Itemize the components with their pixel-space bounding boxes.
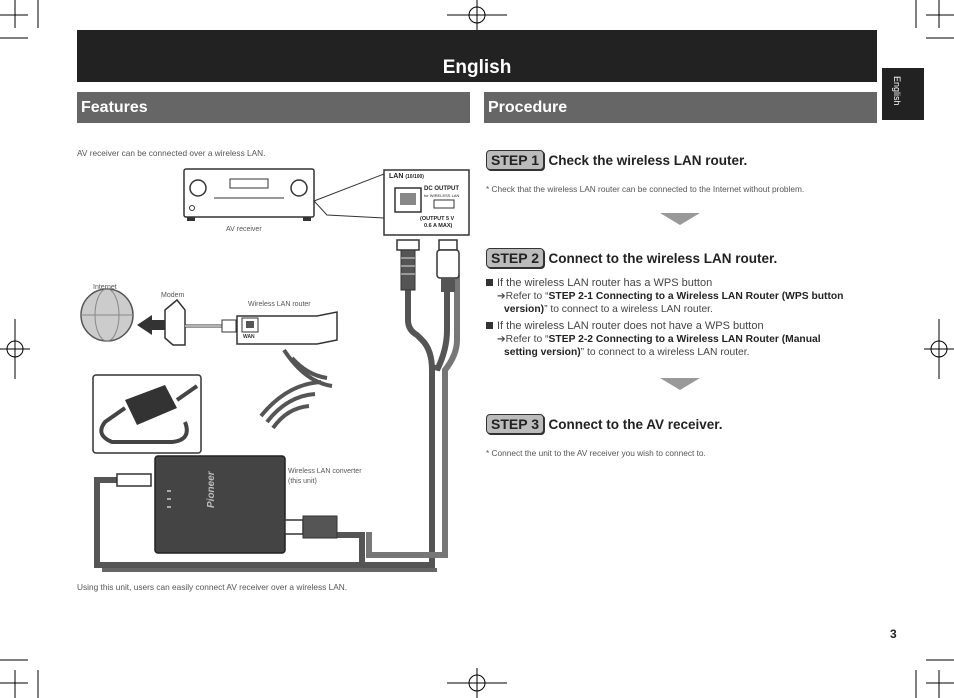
language-tab: English <box>882 68 924 120</box>
ref1-link-a[interactable]: STEP 2-1 Connecting to a Wireless LAN Ro… <box>548 291 844 302</box>
label-output-spec1: (OUTPUT 5 V <box>420 216 455 222</box>
label-lan: LAN <box>389 173 404 180</box>
procedure-heading: Procedure <box>484 92 877 123</box>
arrow-down-icon <box>660 213 700 225</box>
step2-bullet2: If the wireless LAN router does not have… <box>486 320 764 332</box>
connection-diagram <box>80 168 470 572</box>
label-converter-line1: Wireless LAN converter <box>288 468 362 475</box>
step2-header: STEP 2 Connect to the wireless LAN route… <box>486 248 777 268</box>
ref2-prefix: ➔Refer to “ <box>497 334 549 345</box>
features-intro: AV receiver can be connected over a wire… <box>77 148 266 158</box>
ref2-link-a[interactable]: STEP 2-2 Connecting to a Wireless LAN Ro… <box>548 334 821 345</box>
label-output-spec2: 0.6 A MAX) <box>424 223 453 229</box>
ref1-link-b[interactable]: version) <box>504 303 545 315</box>
step1-header: STEP 1 Check the wireless LAN router. <box>486 150 747 170</box>
step3-note: * Connect the unit to the AV receiver yo… <box>486 448 706 458</box>
label-internet: Internet <box>93 284 117 291</box>
step2-badge: STEP 2 <box>486 248 544 268</box>
step3-header: STEP 3 Connect to the AV receiver. <box>486 414 723 434</box>
label-lan-port: LAN (10/100) <box>389 173 424 180</box>
label-wireless-lan-router: Wireless LAN router <box>248 301 311 308</box>
label-av-receiver: AV receiver <box>226 226 262 233</box>
av-receiver-illustration <box>183 168 315 221</box>
label-dc-for: for WIRELESS LAN <box>424 193 460 198</box>
square-bullet-icon <box>486 279 493 286</box>
label-wan: WAN <box>243 334 255 340</box>
features-caption: Using this unit, users can easily connec… <box>77 582 348 592</box>
step1-badge: STEP 1 <box>486 150 544 170</box>
label-dc-output: DC OUTPUT <box>424 186 459 192</box>
pioneer-logo: Pioneer <box>206 471 217 508</box>
label-lan-speed: (10/100) <box>405 174 424 180</box>
step2-ref2: ➔Refer to “STEP 2-2 Connecting to a Wire… <box>497 334 877 359</box>
step2-bullet1-text: If the wireless LAN router has a WPS but… <box>497 277 713 289</box>
step1-note: * Check that the wireless LAN router can… <box>486 184 805 194</box>
features-heading: Features <box>77 92 470 123</box>
ref1-prefix: ➔Refer to “ <box>497 291 549 302</box>
ref2-link-b[interactable]: setting version) <box>504 346 581 358</box>
label-modem: Modem <box>161 292 185 299</box>
label-converter-line2: (this unit) <box>288 478 317 485</box>
step2-bullet1: If the wireless LAN router has a WPS but… <box>486 277 712 289</box>
page-number: 3 <box>890 627 897 641</box>
step2-title: Connect to the wireless LAN router. <box>548 251 778 266</box>
ref1-suffix: ” to connect to a wireless LAN router. <box>544 303 713 315</box>
step2-ref1: ➔Refer to “STEP 2-1 Connecting to a Wire… <box>497 291 877 316</box>
title-bar: English <box>77 30 877 82</box>
step1-title: Check the wireless LAN router. <box>548 153 748 168</box>
language-tab-label: English <box>892 76 902 106</box>
step3-badge: STEP 3 <box>486 414 544 434</box>
arrow-down-icon <box>660 378 700 390</box>
step2-bullet2-text: If the wireless LAN router does not have… <box>497 320 764 332</box>
ref2-suffix: ” to connect to a wireless LAN router. <box>580 346 750 358</box>
square-bullet-icon <box>486 322 493 329</box>
step3-title: Connect to the AV receiver. <box>548 417 723 432</box>
page-title: English <box>442 57 512 78</box>
